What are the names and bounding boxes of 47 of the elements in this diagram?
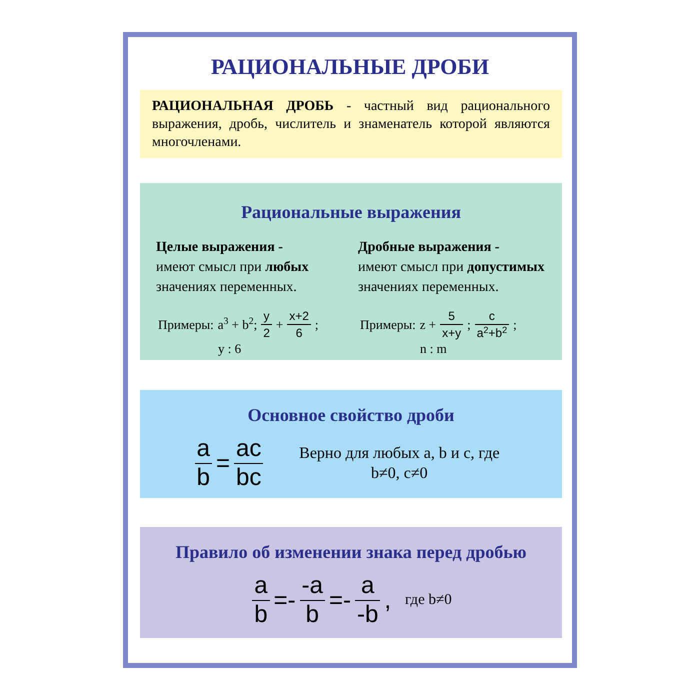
fraction-numerator: x+2: [288, 310, 310, 324]
fraction-numerator: -a: [300, 574, 324, 600]
formula-text: z +: [420, 316, 436, 334]
formula-text: =: [216, 448, 230, 478]
poster-title: РАЦИОНАЛЬНЫЕ ДРОБИ: [211, 53, 489, 81]
fraction-denominator: b: [304, 601, 320, 627]
fraction-numerator: ac: [235, 437, 262, 463]
formula-text: ;: [513, 316, 517, 334]
fraction-denominator: 6: [294, 325, 304, 339]
formula-text: a$^{3}$ + b$^{2}$;: [218, 314, 258, 334]
fraction-denominator: b: [196, 464, 211, 490]
panel-heading: Рациональные выражения: [241, 201, 461, 224]
condition-text: где b≠0: [405, 591, 452, 610]
fraction-numerator: 5: [447, 310, 456, 324]
fraction-denominator: -b: [356, 601, 380, 627]
fraction-denominator: a$^{2}$+b$^{2}$: [476, 325, 508, 339]
fraction-numerator: c: [488, 310, 496, 324]
fraction-denominator: b: [253, 601, 269, 627]
formula-text: ,: [384, 586, 392, 616]
fraction-numerator: a: [253, 574, 269, 600]
info-panel: [140, 390, 562, 498]
fraction-denominator: x+y: [441, 325, 462, 339]
formula-text: =-: [329, 586, 352, 616]
condition-text: Верно для любых a, b и c, где b≠0, c≠0: [298, 444, 501, 484]
info-panel: [140, 90, 562, 158]
fraction-numerator: y: [262, 310, 271, 324]
formula-text: Примеры:: [360, 316, 416, 334]
column-heading: Дробные выражения -: [358, 239, 500, 257]
column-heading: Целые выражения -: [156, 239, 284, 257]
column-text: имеют смысл при любых значениях переменных.: [156, 259, 310, 297]
formula-text: +: [276, 316, 284, 334]
formula-text: Примеры:: [158, 316, 214, 334]
panel-heading: Основное свойство дроби: [248, 404, 454, 427]
formula-text: n : m: [420, 340, 448, 358]
formula-text: y : 6: [218, 340, 242, 358]
formula-text: ;: [467, 316, 471, 334]
panel-heading: Правило об изменении знака перед дробью: [175, 541, 527, 564]
definition-text: РАЦИОНАЛЬНАЯ ДРОБЬ - частный вид рационального выражения, дробь, числитель и знаменатель которой являются многочленами.: [152, 98, 550, 152]
formula-text: =-: [274, 586, 296, 616]
fraction-numerator: a: [196, 437, 211, 463]
fraction-denominator: 2: [262, 325, 271, 339]
formula-text: ;: [314, 316, 319, 334]
fraction-numerator: a: [360, 574, 376, 600]
info-panel: [140, 183, 562, 360]
column-text: имеют смысл при допустимых значениях переменных.: [358, 259, 546, 297]
fraction-denominator: bc: [235, 464, 262, 490]
info-panel: [140, 527, 562, 638]
